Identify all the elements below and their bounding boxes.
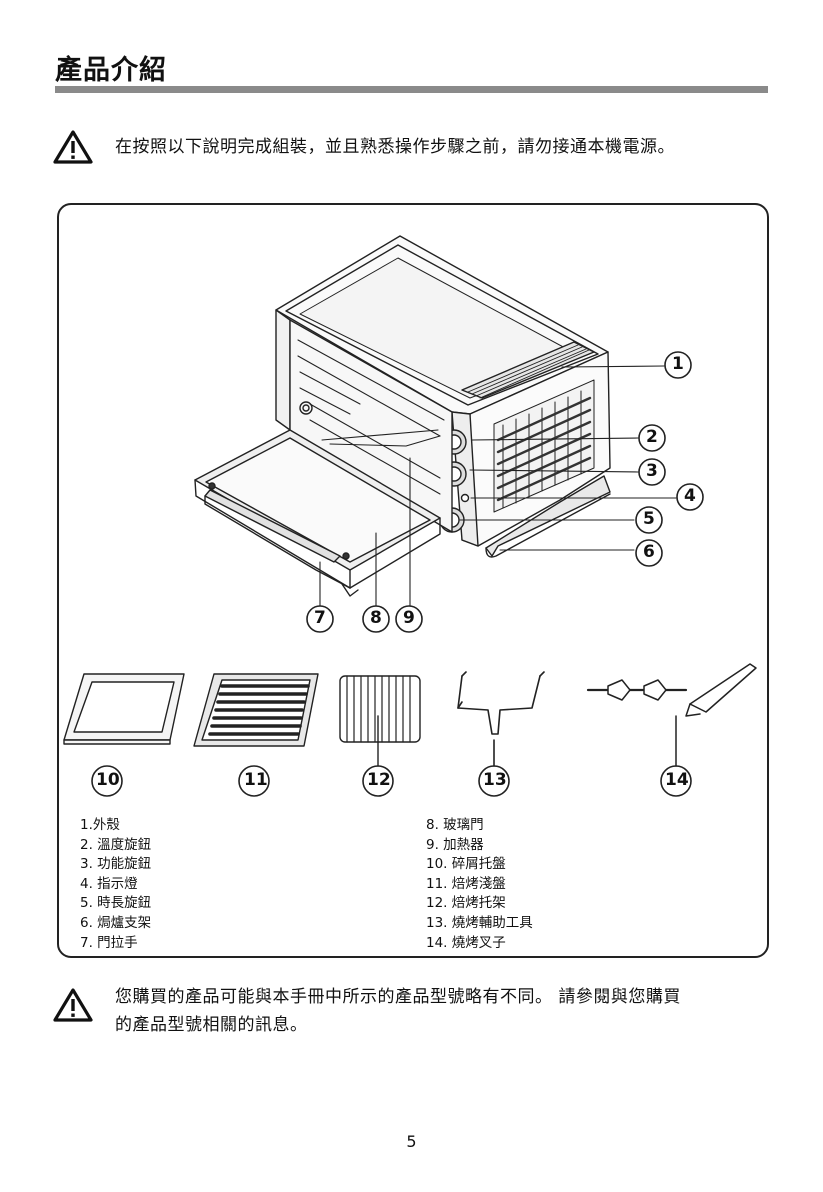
list-item: 10. 碎屑托盤 (426, 855, 533, 875)
crumb-tray-icon (64, 674, 184, 744)
list-item: 5. 時長旋鈕 (80, 894, 151, 914)
callout-1: 1 (672, 354, 684, 374)
callout-9: 9 (403, 608, 415, 628)
list-item: 4. 指示燈 (80, 875, 151, 895)
wire-rack-icon (340, 676, 420, 766)
list-item: 11. 焙烤淺盤 (426, 875, 533, 895)
list-item: 7. 門拉手 (80, 934, 151, 954)
parts-list-right: 8. 玻璃門 9. 加熱器 10. 碎屑托盤 11. 焙烤淺盤 12. 焙烤托架… (426, 816, 533, 953)
callout-8: 8 (370, 608, 382, 628)
callout-14: 14 (665, 770, 689, 790)
parts-list-left: 1.外殼 2. 溫度旋鈕 3. 功能旋鈕 4. 指示燈 5. 時長旋鈕 6. 焗… (80, 816, 151, 953)
callout-11: 11 (244, 770, 268, 790)
callout-10: 10 (96, 770, 120, 790)
callout-12: 12 (367, 770, 391, 790)
list-item: 6. 焗爐支架 (80, 914, 151, 934)
callout-2: 2 (646, 427, 658, 447)
list-item: 13. 燒烤輔助工具 (426, 914, 533, 934)
rotisserie-fork-icon (588, 664, 756, 766)
callout-7: 7 (314, 608, 326, 628)
list-item: 3. 功能旋鈕 (80, 855, 151, 875)
list-item: 12. 焙烤托架 (426, 894, 533, 914)
list-item: 1.外殼 (80, 816, 151, 836)
list-item: 9. 加熱器 (426, 836, 533, 856)
callout-3: 3 (646, 461, 658, 481)
page-number: 5 (0, 1132, 823, 1151)
callout-5: 5 (643, 509, 655, 529)
callout-6: 6 (643, 542, 655, 562)
bottom-warning-line-2: 的產品型號相關的訊息。 (115, 1011, 308, 1039)
indicator-light-icon (462, 495, 469, 502)
callout-13: 13 (483, 770, 507, 790)
bottom-warning-line-1: 您購買的產品可能與本手冊中所示的產品型號略有不同。 請參閱與您購買 (115, 983, 681, 1011)
list-item: 2. 溫度旋鈕 (80, 836, 151, 856)
callout-4: 4 (684, 486, 696, 506)
oven-illustration (195, 236, 610, 596)
rotisserie-tool-icon (458, 672, 544, 766)
list-item: 8. 玻璃門 (426, 816, 533, 836)
warning-triangle-icon (53, 987, 93, 1023)
list-item: 14. 燒烤叉子 (426, 934, 533, 954)
baking-pan-icon (194, 674, 318, 746)
